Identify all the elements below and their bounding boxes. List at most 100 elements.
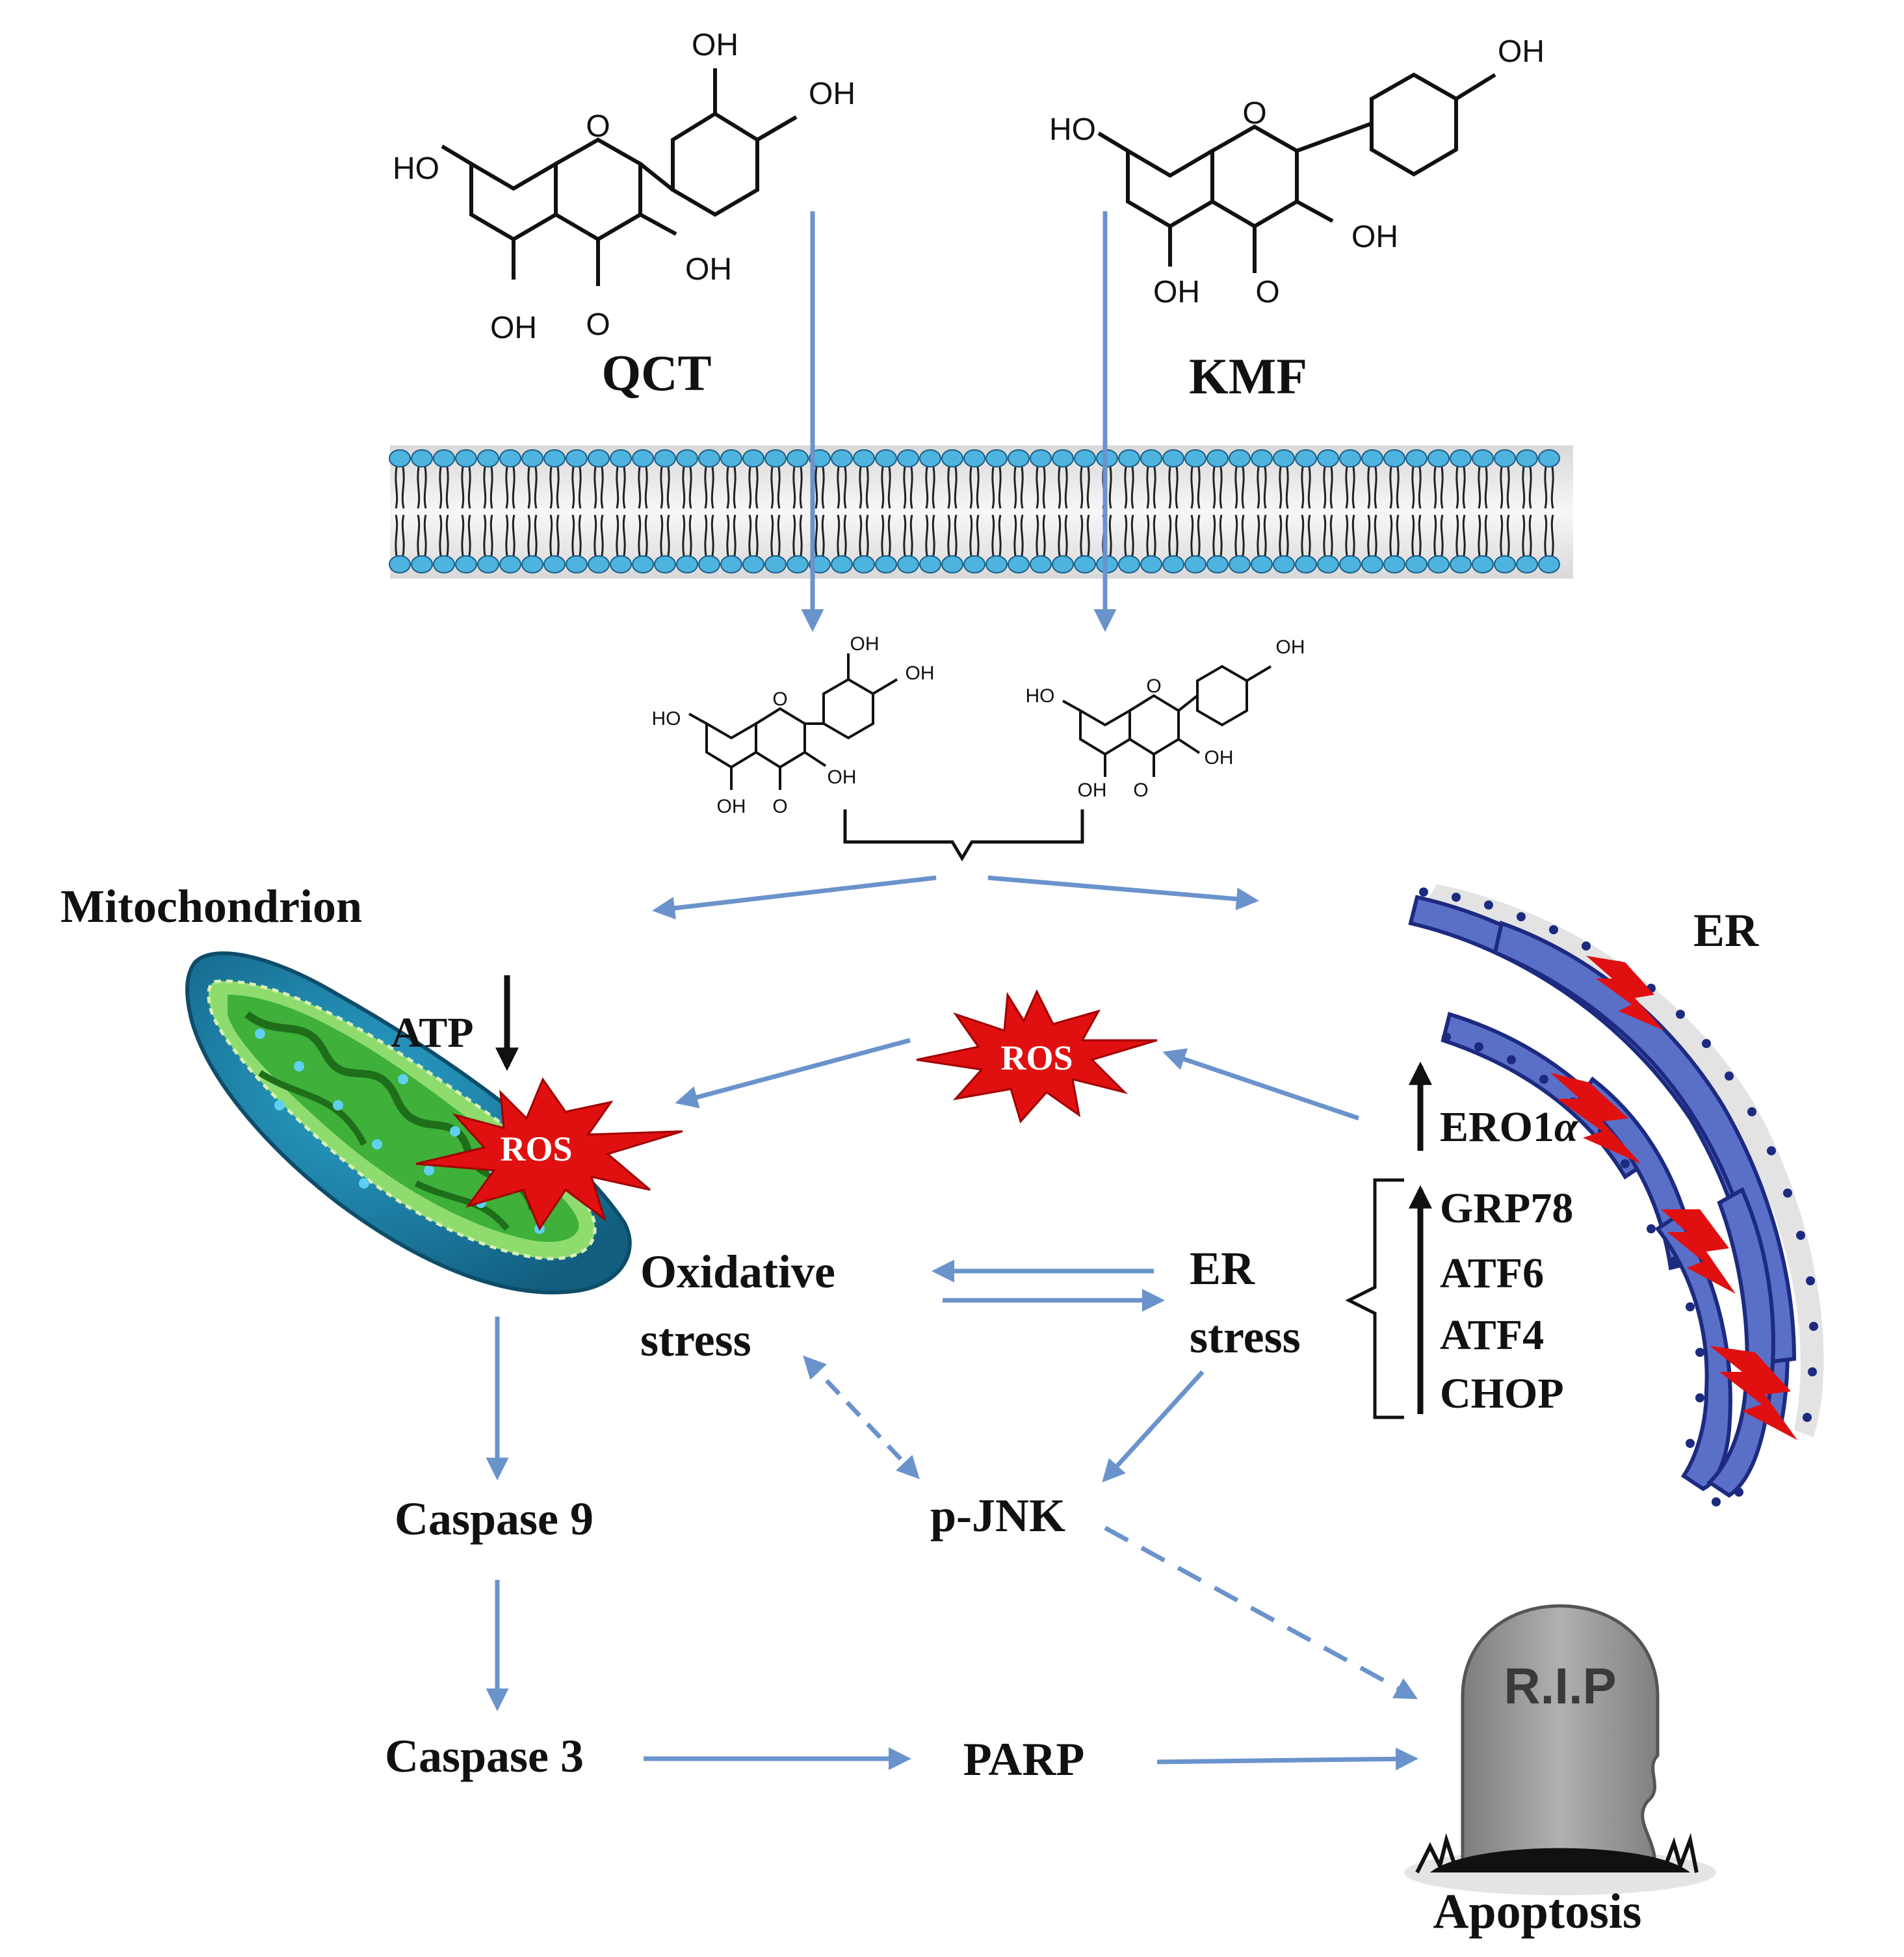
kmf-oh-label: OH xyxy=(1205,747,1234,768)
phospholipid-tail xyxy=(1257,466,1267,557)
atf4-label: ATF4 xyxy=(1440,1311,1544,1359)
arrow-to-mitochondrion xyxy=(652,875,937,920)
phospholipid-head xyxy=(1317,449,1339,467)
phospholipid-tail xyxy=(571,466,582,557)
er-ribosome-dot xyxy=(1686,1302,1695,1311)
parp-label: PARP xyxy=(963,1733,1085,1785)
phospholipid-head xyxy=(1295,555,1317,573)
er-stress-lightning-icon xyxy=(1661,1209,1736,1294)
oxidative-stress-label-line1: Oxidative xyxy=(640,1246,835,1298)
arrow-er-stress-to-pjnk xyxy=(1102,1370,1205,1483)
phospholipid-head xyxy=(1383,449,1405,467)
phospholipid-head xyxy=(764,449,787,467)
phospholipid-tail xyxy=(1279,466,1289,557)
phospholipid-head xyxy=(698,449,720,467)
er-ribosome-dot xyxy=(1808,1367,1817,1376)
ros-burst-mitochondrion: ROS xyxy=(415,1077,683,1231)
qct-oh-label: OH xyxy=(717,796,746,817)
phospholipid-head xyxy=(831,449,853,467)
er-stress-lightning-icon xyxy=(1586,956,1664,1031)
phospholipid-head xyxy=(1405,555,1428,573)
phospholipid-head xyxy=(676,555,698,573)
er-ribosome-dot xyxy=(1712,1497,1721,1506)
phospholipid-tail xyxy=(505,466,515,557)
er-ribosome-dot xyxy=(1783,1189,1792,1198)
phospholipid-tail xyxy=(748,466,759,557)
kmf-oh-label: OH xyxy=(1498,34,1545,69)
qct-oh-label: OH xyxy=(685,252,732,287)
phospholipid-head xyxy=(1428,555,1450,573)
ero1a-label-prefix: ERO1 xyxy=(1440,1103,1554,1151)
phospholipid-head xyxy=(897,449,919,467)
phospholipid-tail xyxy=(925,466,935,557)
phospholipid-head xyxy=(1251,555,1273,573)
phospholipid-head xyxy=(1516,555,1538,573)
phospholipid-head xyxy=(1494,555,1516,573)
phospholipid-head xyxy=(1030,449,1052,467)
phospholipid-head xyxy=(521,555,543,573)
phospholipid-head xyxy=(1516,449,1538,467)
qct-structure: OH OH HO OH OH O O QCT xyxy=(393,28,855,401)
phospholipid-head xyxy=(1206,555,1229,573)
phospholipid-head xyxy=(411,449,433,467)
phospholipid-tail xyxy=(593,466,604,557)
phospholipid-tail xyxy=(1522,466,1532,557)
qct-oh-label: OH xyxy=(809,77,855,111)
phospholipid-tail xyxy=(969,466,980,557)
phospholipid-tail xyxy=(439,466,449,557)
phospholipid-head xyxy=(1030,555,1052,573)
er-ribosome-dot xyxy=(1702,1039,1711,1048)
phospholipid-head xyxy=(455,449,477,467)
kmf-name: KMF xyxy=(1189,348,1307,404)
endoplasmic-reticulum xyxy=(1408,884,1824,1506)
phospholipid-head xyxy=(941,555,963,573)
kmf-oh-label: OH xyxy=(1351,220,1398,254)
phospholipid-tail xyxy=(792,466,803,557)
phospholipid-tail xyxy=(1058,466,1068,557)
er-ribosome-dot xyxy=(1676,1010,1685,1019)
phospholipid-tail xyxy=(660,466,670,557)
arrow-to-er xyxy=(987,875,1259,911)
phospholipid-tail xyxy=(1367,466,1377,557)
phospholipid-tail xyxy=(682,466,692,557)
kmf-oh-label: OH xyxy=(1153,275,1200,309)
phospholipid-head xyxy=(897,555,919,573)
phospholipid-tail xyxy=(903,466,913,557)
qct-oh-label: OH xyxy=(906,663,935,684)
phospholipid-head xyxy=(963,449,985,467)
phospholipid-head xyxy=(1428,449,1450,467)
arrow-ero1a-to-ros xyxy=(1162,1048,1360,1121)
phospholipid-head xyxy=(1206,449,1229,467)
arrow-parp-to-apoptosis xyxy=(1156,1747,1418,1770)
phospholipid-head xyxy=(1162,449,1184,467)
phospholipid-tail xyxy=(616,466,626,557)
upr-markers-brace xyxy=(1345,1178,1404,1419)
ros-label: ROS xyxy=(1000,1038,1073,1077)
phospholipid-tail xyxy=(859,466,869,557)
phospholipid-head xyxy=(831,555,853,573)
phospholipid-tail xyxy=(1146,466,1156,557)
mitochondrion-label: Mitochondrion xyxy=(60,880,362,932)
er-ribosome-dot xyxy=(1747,1107,1756,1116)
phospholipid-tail xyxy=(1455,466,1466,557)
phospholipid-head xyxy=(499,449,521,467)
er-ribosome-dot xyxy=(1767,1146,1776,1155)
phospholipid-tail xyxy=(1212,466,1223,557)
er-ribosome-dot xyxy=(1582,941,1591,951)
phospholipid-head xyxy=(588,555,610,573)
phospholipid-head xyxy=(1052,449,1074,467)
er-ribosome-dot xyxy=(1507,1055,1516,1064)
phospholipid-tail xyxy=(1013,466,1024,557)
arrow-ros-to-mitochondrion xyxy=(675,1038,911,1109)
phospholipid-head xyxy=(875,449,897,467)
phospholipid-head xyxy=(853,449,875,467)
phospholipid-tail xyxy=(1345,466,1355,557)
er-ribosome-dot xyxy=(1796,1231,1805,1240)
ero1a-label-greek: α xyxy=(1554,1103,1579,1151)
phospholipid-tail xyxy=(1080,466,1090,557)
ros-label: ROS xyxy=(500,1129,572,1168)
phospholipid-head xyxy=(1118,555,1140,573)
phospholipid-head xyxy=(389,555,411,573)
phospholipid-head xyxy=(676,449,698,467)
phospholipid-tail xyxy=(483,466,493,557)
